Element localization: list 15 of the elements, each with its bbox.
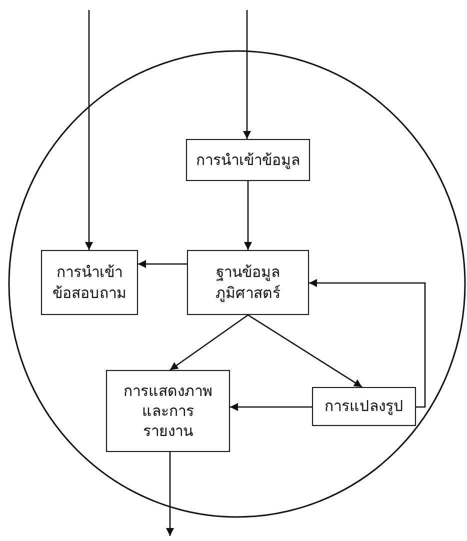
arrow	[244, 181, 252, 250]
arrow	[243, 10, 251, 139]
process-box: ฐานข้อมูลภูมิศาสตร์	[187, 250, 309, 315]
arrow	[138, 260, 187, 268]
arrow	[309, 279, 426, 408]
process-box: การนำเข้าข้อสอบถาม	[41, 250, 138, 315]
arrow	[166, 452, 174, 536]
system-circle	[8, 50, 466, 518]
process-box: การแปลงรูป	[312, 387, 416, 426]
arrow	[170, 314, 248, 371]
arrow	[248, 314, 362, 388]
process-box: การนำเข้าข้อมูล	[186, 139, 310, 181]
process-box: การแสดงภาพและการรายงาน	[106, 370, 230, 452]
arrow	[85, 10, 93, 250]
arrow	[230, 403, 312, 411]
